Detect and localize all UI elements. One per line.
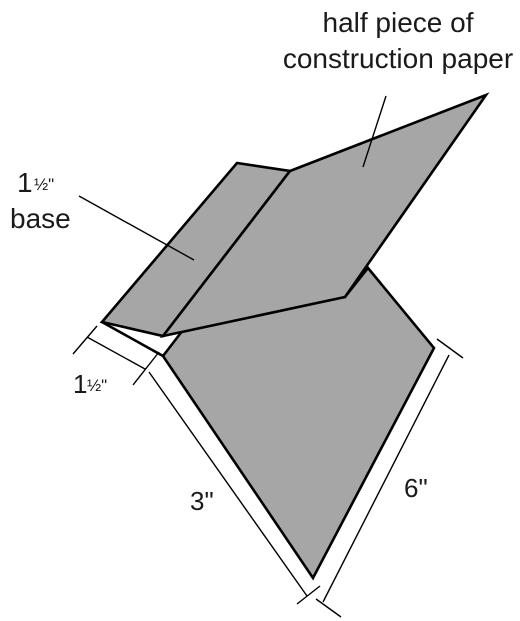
construction-paper-sheet	[159, 92, 490, 339]
label-half-piece-line2: construction paper	[283, 43, 513, 74]
dimension-tick-right-top	[436, 338, 464, 359]
dimension-line-right	[322, 354, 450, 603]
leader-line-base	[78, 195, 195, 261]
dimension-line-bottom	[148, 371, 308, 597]
dimension-label-bottom: 3"	[190, 486, 214, 516]
label-base-size-whole: 1	[17, 167, 33, 198]
label-half-piece-line1: half piece of	[323, 7, 474, 38]
lower-paper-piece	[101, 265, 436, 581]
dimension-label-left-fraction: ½"	[87, 376, 107, 395]
dimension-tick-left-a	[72, 325, 98, 355]
dimension-label-right: 6"	[404, 473, 428, 503]
dimension-tick-right-bottom	[315, 598, 342, 618]
dimension-tick-left-b	[132, 351, 160, 386]
label-base-size-fraction: ½"	[34, 175, 54, 194]
dimension-label-left-whole: 1	[73, 369, 87, 399]
dimension-tick-bottom	[296, 585, 321, 605]
leader-line-construction-paper	[362, 95, 387, 168]
label-base-word: base	[10, 203, 71, 234]
dimension-line-left	[86, 336, 146, 370]
